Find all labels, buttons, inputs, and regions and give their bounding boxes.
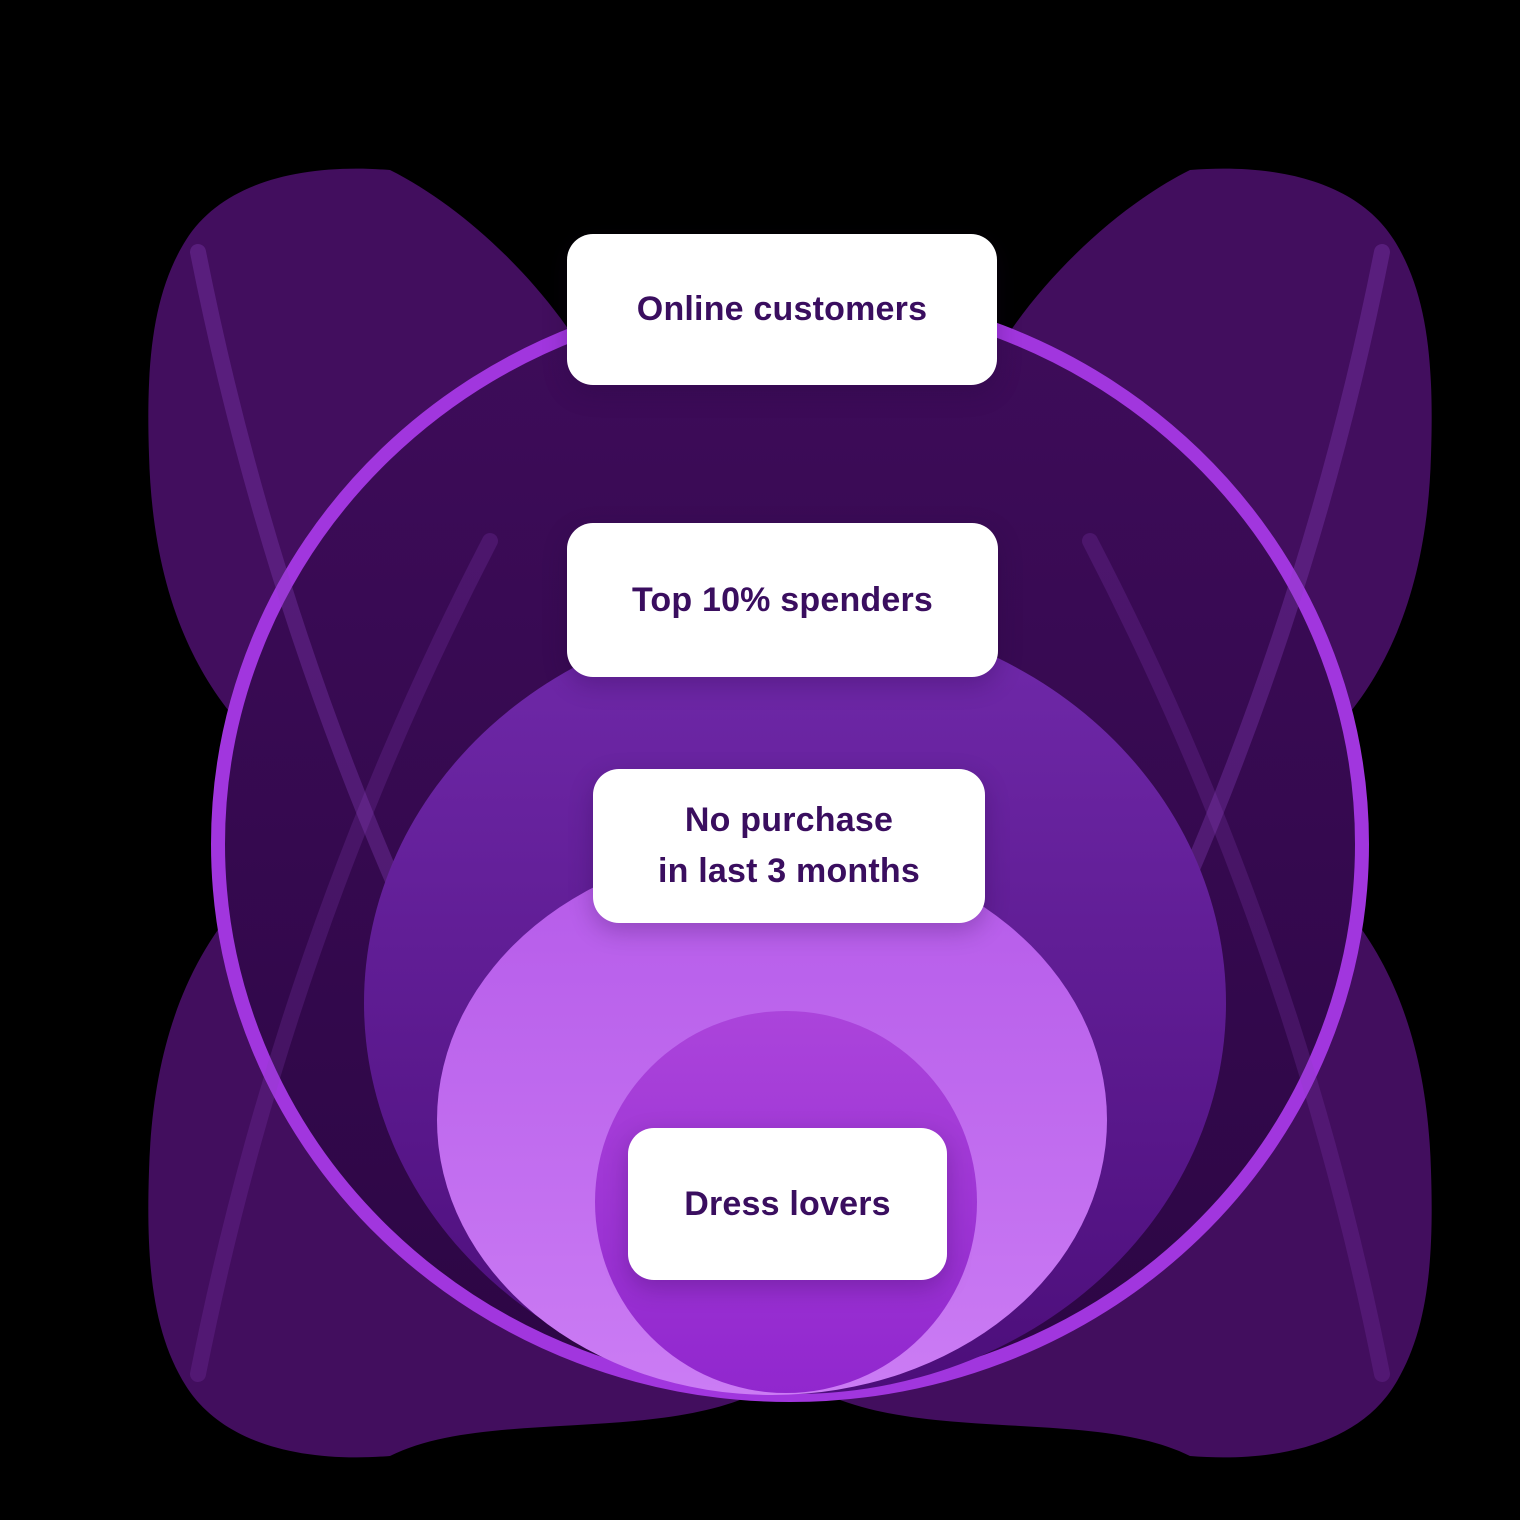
label-card-top-spenders: Top 10% spenders xyxy=(567,523,998,677)
label-card-online-customers: Online customers xyxy=(567,234,997,385)
label-text-no-purchase: No purchase in last 3 months xyxy=(658,795,920,897)
label-text-top-spenders: Top 10% spenders xyxy=(632,575,933,626)
label-line: Dress lovers xyxy=(684,1184,891,1223)
label-card-no-purchase: No purchase in last 3 months xyxy=(593,769,985,923)
label-line: in last 3 months xyxy=(657,852,921,890)
label-line: No purchase xyxy=(684,801,894,839)
label-text-dress-lovers: Dress lovers xyxy=(684,1179,891,1230)
label-line: Top 10% spenders xyxy=(631,580,934,619)
label-card-dress-lovers: Dress lovers xyxy=(628,1128,947,1280)
label-text-online-customers: Online customers xyxy=(637,284,927,335)
label-line: Online customers xyxy=(636,290,928,328)
